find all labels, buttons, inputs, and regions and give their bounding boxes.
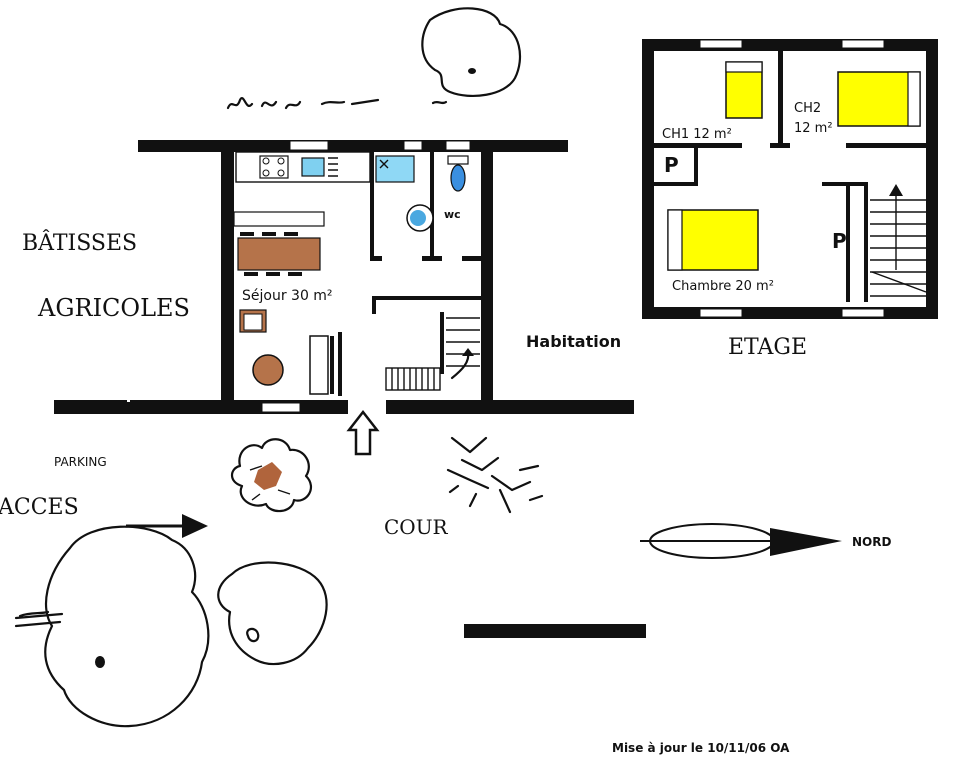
label-acces: ACCES xyxy=(0,495,79,520)
upper-floor xyxy=(642,39,938,319)
label-ch2: CH2 xyxy=(794,101,821,116)
label-placard-1: P xyxy=(664,153,679,177)
label-parking: PARKING xyxy=(54,455,107,469)
label-chambre: Chambre 20 m² xyxy=(672,279,774,294)
label-ch1: CH1 12 m² xyxy=(662,127,732,142)
label-sejour: Séjour 30 m² xyxy=(242,288,333,304)
tree-bottom-left-icon xyxy=(14,525,210,728)
wall-segment xyxy=(464,624,646,638)
label-nord: NORD xyxy=(852,535,891,549)
label-ch2-area: 12 m² xyxy=(794,121,833,136)
grass-sketch-icon xyxy=(226,97,380,110)
entrance-arrow-icon xyxy=(346,409,380,456)
tree-bottom-middle-icon xyxy=(217,561,328,666)
label-etage: ETAGE xyxy=(728,335,807,360)
north-arrow-icon xyxy=(640,523,842,559)
ground-floor xyxy=(54,140,634,456)
label-cour: COUR xyxy=(384,515,449,539)
label-wc: wc xyxy=(444,208,461,221)
tree-top-icon xyxy=(421,7,522,105)
shrub-cour-icon xyxy=(446,436,544,514)
label-habitation: Habitation xyxy=(526,332,621,351)
label-agricoles: AGRICOLES xyxy=(37,294,190,322)
shrub-parking-icon xyxy=(230,438,312,513)
label-placard-2: P xyxy=(832,229,847,253)
label-batisses: BÂTISSES xyxy=(22,229,137,256)
access-arrow-icon xyxy=(126,514,208,538)
footer-update-note: Mise à jour le 10/11/06 OA xyxy=(612,741,790,755)
